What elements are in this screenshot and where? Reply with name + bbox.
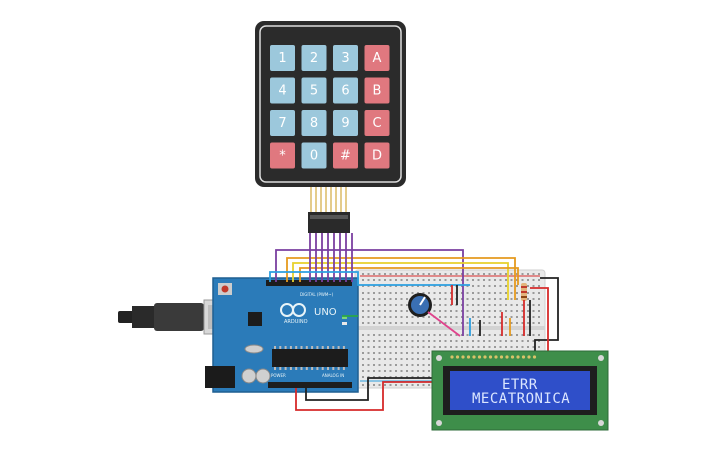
keypad-key-label: 0 <box>310 149 318 164</box>
atmega-chip <box>272 349 348 367</box>
status-led <box>342 316 347 319</box>
wire <box>275 249 464 300</box>
arduino-logo <box>280 303 306 317</box>
keypad-key-b[interactable]: B <box>364 77 390 104</box>
keypad-key-label: 1 <box>278 51 286 66</box>
capacitor <box>255 368 271 384</box>
potentiometer[interactable] <box>408 293 432 317</box>
keypad-key-label: A <box>373 51 382 66</box>
keypad-key-label: 4 <box>278 84 286 99</box>
keypad-key-1[interactable]: 1 <box>270 45 295 71</box>
keypad-inner-border <box>259 25 402 183</box>
digital-header <box>266 280 352 286</box>
keypad-key-3[interactable]: 3 <box>333 45 358 71</box>
keypad-key-2[interactable]: 2 <box>301 45 327 71</box>
wire <box>269 271 470 286</box>
arduino-model-label: UNO <box>314 307 337 318</box>
power-jack <box>205 366 235 388</box>
keypad-keys: 1 2 3 A 4 5 6 B 7 8 9 C * 0 # D <box>270 45 390 169</box>
wire <box>427 311 461 337</box>
wire <box>295 287 549 411</box>
keypad-key-label: 2 <box>310 51 318 66</box>
keypad-key-8[interactable]: 8 <box>301 110 327 136</box>
status-led <box>342 322 347 325</box>
keypad-key-label: 3 <box>341 51 349 66</box>
crystal <box>244 344 264 354</box>
lcd-line-2: MECATRONICA <box>472 391 570 407</box>
keypad-key-label: 5 <box>310 84 318 99</box>
keypad-key-5[interactable]: 5 <box>301 77 327 104</box>
keypad-key-label: * <box>279 149 286 164</box>
keypad-key-label: # <box>340 149 351 164</box>
keypad-key-7[interactable]: 7 <box>270 110 295 136</box>
lcd-screen <box>450 371 590 410</box>
power-label: POWER <box>271 373 286 378</box>
keypad-ribbon-connector <box>306 187 350 233</box>
keypad-key-label: 6 <box>341 84 349 99</box>
keypad[interactable]: 1 2 3 A 4 5 6 B 7 8 9 C * 0 # D <box>255 21 406 187</box>
keypad-key-d[interactable]: D <box>364 142 390 169</box>
lcd-module: ETRR MECATRONICA <box>431 350 609 431</box>
keypad-key-label: 7 <box>278 116 286 131</box>
keypad-key-a[interactable]: A <box>364 45 390 71</box>
resistor <box>521 283 527 301</box>
keypad-key-hash[interactable]: # <box>333 142 358 169</box>
keypad-key-4[interactable]: 4 <box>270 77 295 104</box>
usb-chip <box>248 312 262 326</box>
keypad-key-label: D <box>372 149 382 164</box>
arduino-uno-board[interactable]: ARDUINO UNO DIGITAL (PWM~) POWER ANALOG … <box>118 277 359 393</box>
keypad-key-0[interactable]: 0 <box>301 142 327 169</box>
keypad-key-9[interactable]: 9 <box>333 110 358 136</box>
keypad-key-label: 8 <box>310 116 318 131</box>
analog-header <box>268 382 352 388</box>
keypad-key-c[interactable]: C <box>364 110 390 136</box>
wire <box>299 267 519 285</box>
lcd-line-1: ETRR <box>502 377 538 393</box>
keypad-key-label: B <box>373 84 382 99</box>
keypad-key-star[interactable]: * <box>270 142 295 169</box>
arduino-brand-label: ARDUINO <box>284 319 308 325</box>
digital-label: DIGITAL (PWM~) <box>300 292 334 297</box>
keypad-key-6[interactable]: 6 <box>333 77 358 104</box>
keypad-key-label: 9 <box>341 116 349 131</box>
capacitor <box>241 368 257 384</box>
keypad-key-label: C <box>372 116 381 131</box>
wire <box>286 257 516 300</box>
analog-label: ANALOG IN <box>322 373 344 378</box>
